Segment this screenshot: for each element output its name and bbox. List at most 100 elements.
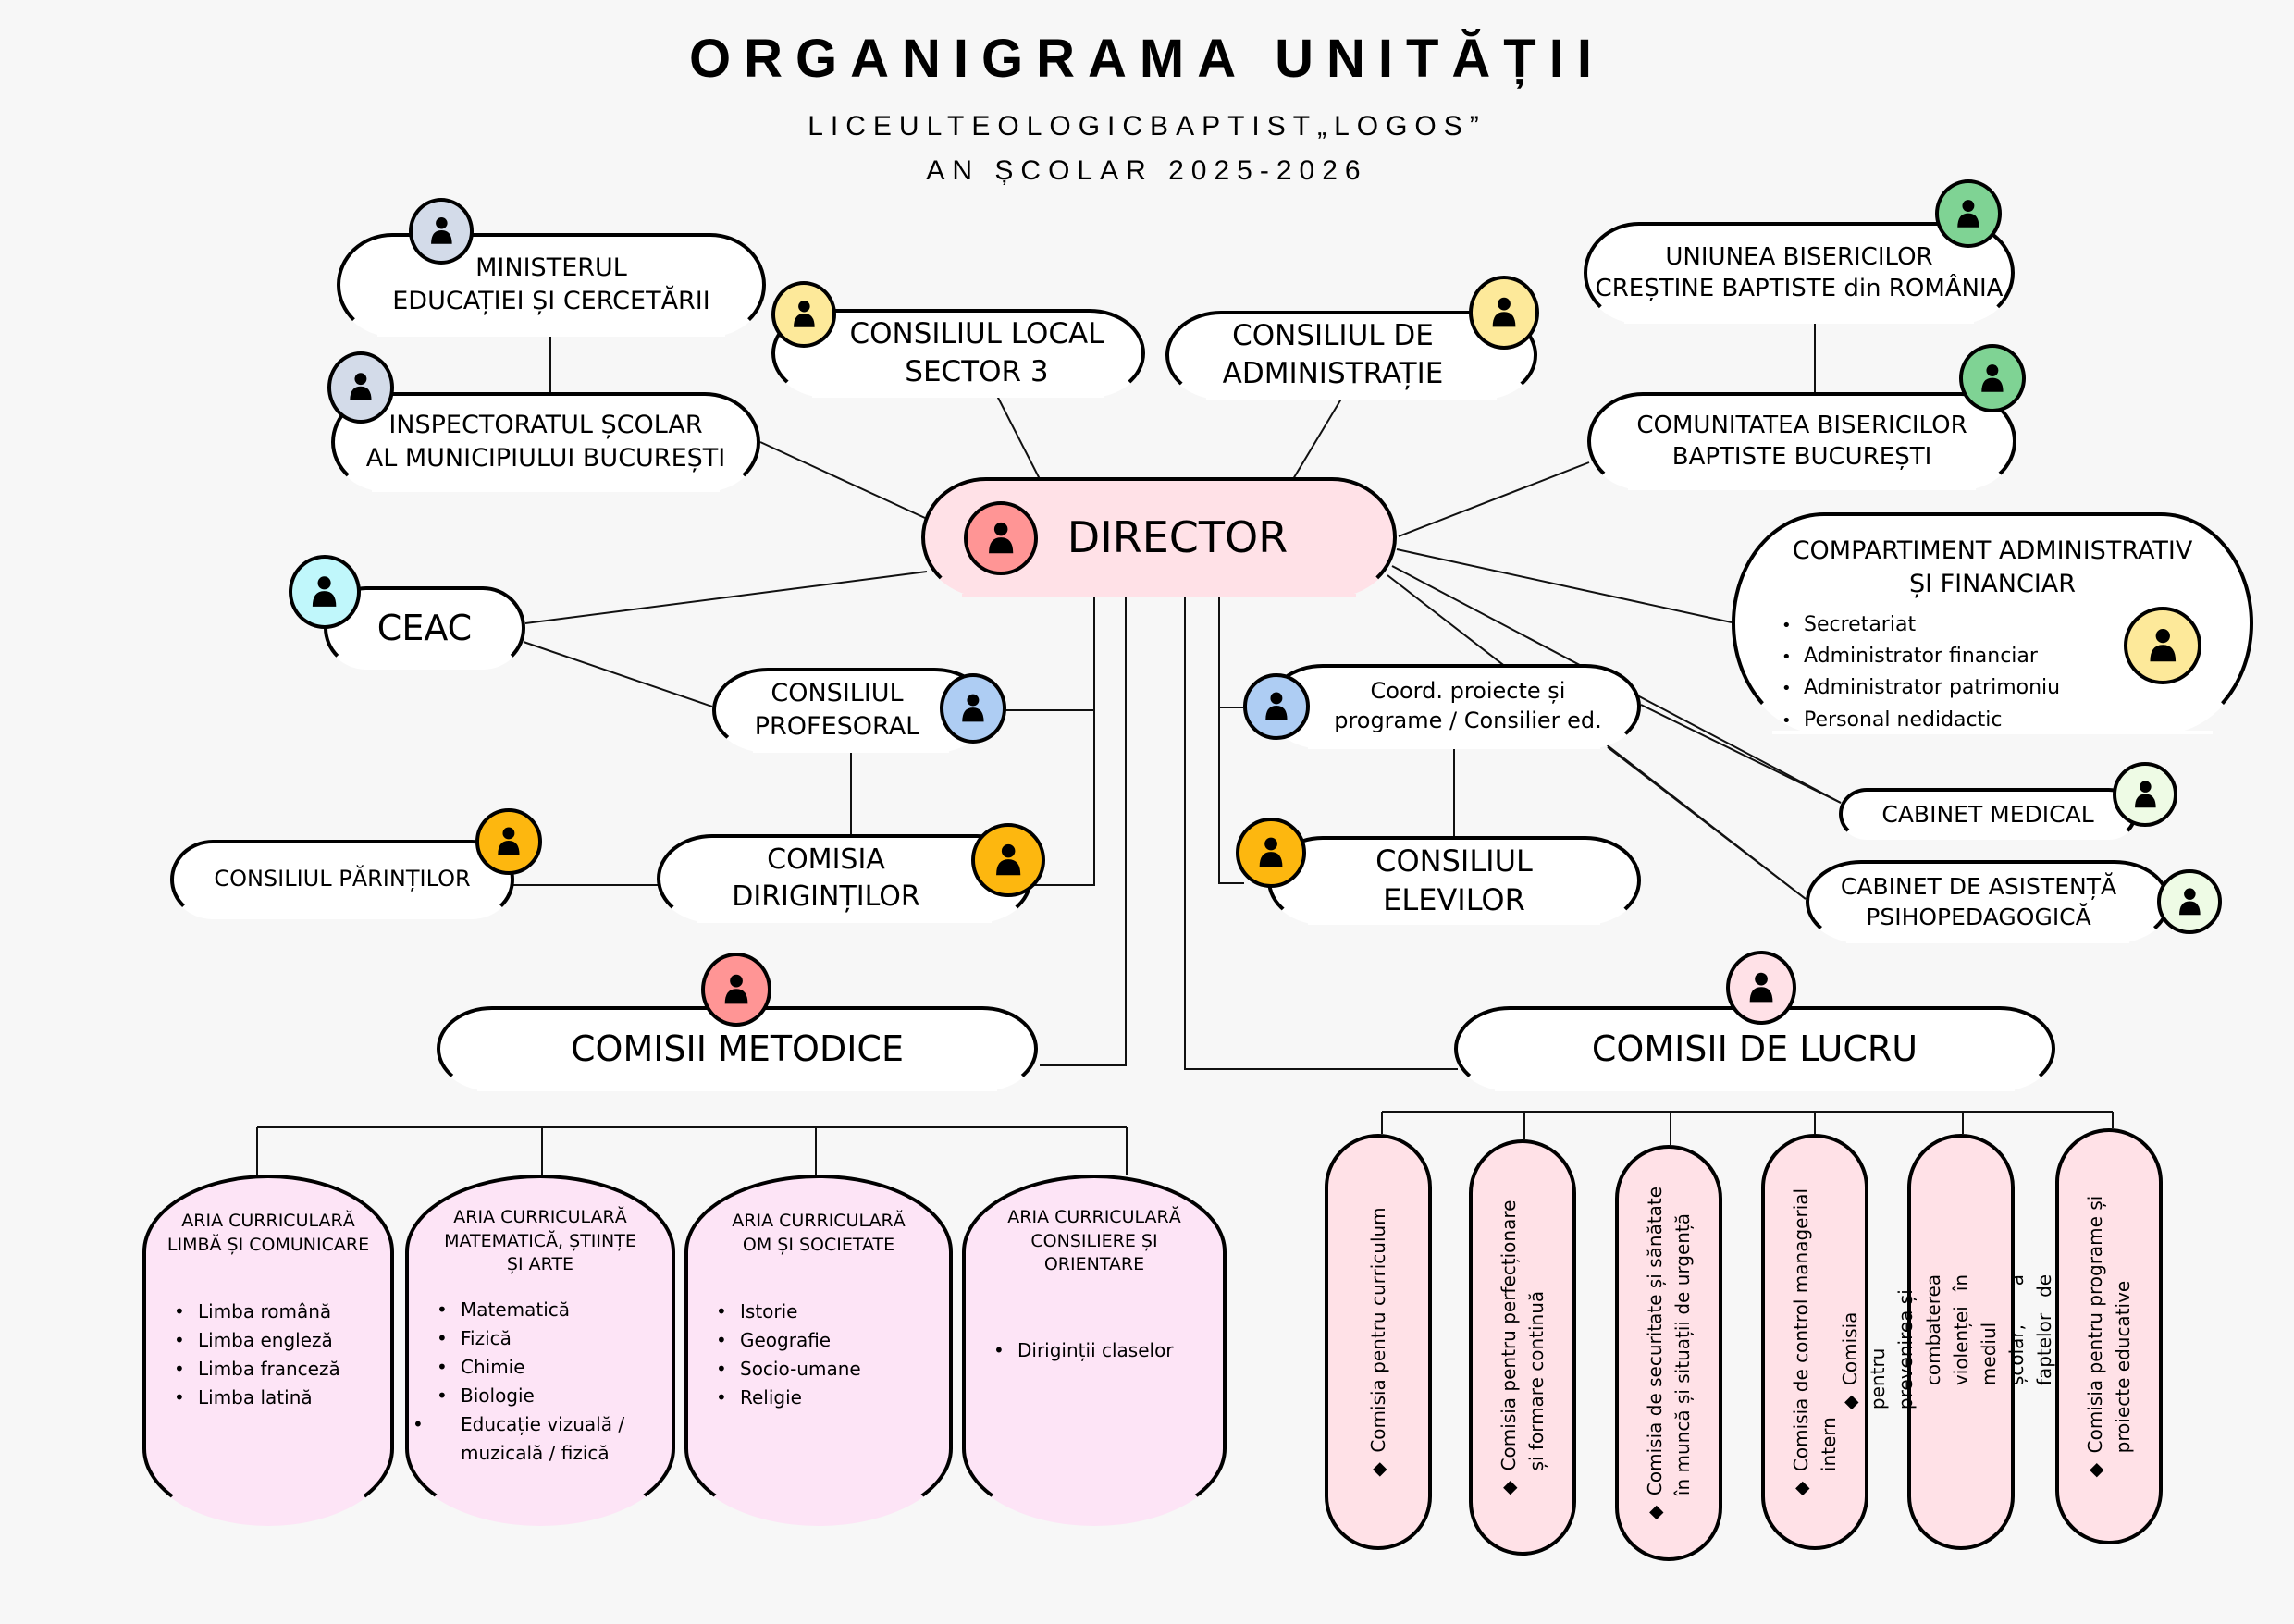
link-director-ceac — [524, 571, 928, 624]
list-item: Limba română — [174, 1298, 390, 1326]
person-icon — [2113, 762, 2177, 827]
node-label: DIRECTOR — [1067, 511, 1289, 562]
link-director-methodical — [1040, 597, 1127, 1066]
link-director-working — [1184, 597, 1458, 1070]
link-admin-director — [1292, 395, 1344, 480]
person-icon — [409, 198, 474, 265]
node-label: COMISIA DIRIGINȚILOR — [732, 843, 920, 913]
list-item: Limba latină — [174, 1384, 390, 1412]
curricular-area-card[interactable]: ARIA CURRICULARĂ LIMBĂ ȘI COMUNICARE Lim… — [142, 1175, 394, 1526]
node-cabinet-psy[interactable]: CABINET DE ASISTENȚĂ PSIHOPEDAGOGICĂ — [1806, 860, 2170, 943]
node-community[interactable]: COMUNITATEA BISERICILOR BAPTISTE BUCUREȘ… — [1587, 392, 2016, 490]
node-inspectorate[interactable]: INSPECTORATUL ȘCOLAR AL MUNICIPIULUI BUC… — [331, 392, 760, 492]
working-commission-card[interactable]: ◆Comisia pentru curriculum — [1325, 1134, 1432, 1550]
list-item: Biologie — [437, 1382, 672, 1410]
person-icon — [289, 555, 361, 629]
link-ceac-teachers — [523, 641, 713, 707]
compartment-list: Secretariat Administrator financiar Admi… — [1782, 609, 2060, 735]
node-form-teachers[interactable]: COMISIA DIRIGINȚILOR — [657, 834, 1032, 923]
node-students-council[interactable]: CONSILIUL ELEVILOR — [1267, 836, 1641, 925]
bullet-icon: ◆ — [1644, 1505, 1666, 1520]
school-year: AN ȘCOLAR 2025-2026 — [926, 155, 1368, 186]
node-label: CONSILIUL DE ADMINISTRAȚIE — [1222, 319, 1444, 390]
link-coord-cabinet-psy — [1607, 746, 1807, 900]
person-icon — [971, 823, 1045, 897]
node-working[interactable]: COMISII DE LUCRU — [1454, 1006, 2055, 1091]
person-icon — [964, 501, 1038, 575]
school-name: LICEULTEOLOGICBAPTIST„LOGOS” — [808, 111, 1486, 141]
curricular-area-title: ARIA CURRICULARĂ LIMBĂ ȘI COMUNICARE — [166, 1211, 370, 1255]
subject-list: Limba română Limba engleză Limba francez… — [146, 1298, 390, 1412]
node-label: Coord. proiecte și programe / Consilier … — [1334, 678, 1602, 733]
person-icon — [771, 281, 836, 348]
list-item: Personal nedidactic — [1782, 705, 2060, 736]
list-item: Chimie — [437, 1353, 672, 1382]
list-item: Limba engleză — [174, 1326, 390, 1355]
link-community-director — [1398, 461, 1590, 537]
curricular-area-title: ARIA CURRICULARĂ MATEMATICĂ, ȘTIINȚE ȘI … — [444, 1207, 636, 1275]
list-item: Secretariat — [1782, 609, 2060, 641]
node-label: CONSILIUL PĂRINȚILOR — [214, 866, 471, 892]
list-item: Socio-umane — [716, 1355, 949, 1384]
person-icon — [1935, 179, 2002, 248]
link-coord-cabinet-medical — [1640, 704, 1842, 804]
node-label: INSPECTORATUL ȘCOLAR AL MUNICIPIULUI BUC… — [365, 411, 726, 473]
link-director-teachers — [988, 597, 1095, 711]
curricular-area-card[interactable]: ARIA CURRICULARĂ MATEMATICĂ, ȘTIINȚE ȘI … — [405, 1175, 675, 1526]
link-director-form-teachers — [1023, 710, 1095, 886]
list-item: Educație vizuală / muzicală / fizică — [437, 1410, 672, 1468]
node-label: COMISII DE LUCRU — [1591, 1027, 1918, 1069]
link-director-students — [1218, 707, 1244, 884]
list-item: Istorie — [716, 1298, 949, 1326]
node-label: UNIUNEA BISERICILOR CREȘTINE BAPTISTE di… — [1595, 242, 2004, 302]
node-label: CONSILIUL LOCAL SECTOR 3 — [849, 317, 1104, 388]
bullet-icon: ◆ — [1367, 1462, 1389, 1477]
node-cabinet-medical[interactable]: CABINET MEDICAL — [1839, 788, 2137, 840]
list-item: Limba franceză — [174, 1355, 390, 1384]
person-icon — [701, 953, 771, 1027]
node-parents-council[interactable]: CONSILIUL PĂRINȚILOR — [170, 840, 514, 919]
node-label: CABINET MEDICAL — [1881, 800, 2094, 828]
node-ministry[interactable]: MINISTERUL EDUCAȚIEI ȘI CERCETĂRII — [337, 233, 766, 337]
list-item: Administrator patrimoniu — [1782, 672, 2060, 704]
node-compartment[interactable]: COMPARTIMENT ADMINISTRATIV ȘI FINANCIAR … — [1732, 512, 2253, 734]
person-icon — [1236, 818, 1306, 888]
person-icon — [327, 351, 394, 424]
curricular-area-card[interactable]: ARIA CURRICULARĂ CONSILIERE ȘI ORIENTARE… — [962, 1175, 1227, 1526]
curricular-area-title: ARIA CURRICULARĂ OM ȘI SOCIETATE — [732, 1211, 906, 1255]
node-label: CONSILIUL PROFESORAL — [754, 679, 920, 741]
chart-title: ORGANIGRAMA UNITĂȚII — [689, 29, 1605, 89]
person-icon — [2157, 869, 2222, 934]
node-local-council[interactable]: CONSILIUL LOCAL SECTOR 3 — [771, 309, 1145, 398]
link-director-compartment — [1396, 548, 1733, 623]
list-item: Administrator financiar — [1782, 641, 2060, 672]
node-coord[interactable]: Coord. proiecte și programe / Consilier … — [1267, 664, 1641, 749]
node-ceac[interactable]: CEAC — [324, 586, 525, 670]
list-item: Fizică — [437, 1324, 672, 1353]
node-union[interactable]: UNIUNEA BISERICILOR CREȘTINE BAPTISTE di… — [1584, 222, 2015, 324]
node-label: COMUNITATEA BISERICILOR BAPTISTE BUCUREȘ… — [1636, 411, 1967, 471]
subject-list: Diriginții claselor — [966, 1336, 1223, 1365]
subject-list: Istorie Geografie Socio-umane Religie — [688, 1298, 949, 1412]
list-item: Matematică — [437, 1296, 672, 1324]
list-item: Diriginții claselor — [993, 1336, 1223, 1365]
person-icon — [1243, 673, 1310, 740]
person-icon — [2124, 607, 2202, 684]
subject-list: Matematică Fizică Chimie Biologie Educaț… — [409, 1296, 672, 1468]
link-director-coord — [1218, 597, 1243, 708]
node-label: CEAC — [376, 607, 473, 648]
node-label: COMISII METODICE — [571, 1027, 904, 1069]
commission-label: ◆Comisia pentru curriculum — [1364, 1207, 1392, 1476]
link-inspectorate-director — [759, 441, 926, 519]
curricular-area-card[interactable]: ARIA CURRICULARĂ OM ȘI SOCIETATE Istorie… — [684, 1175, 953, 1526]
list-item: Geografie — [716, 1326, 949, 1355]
